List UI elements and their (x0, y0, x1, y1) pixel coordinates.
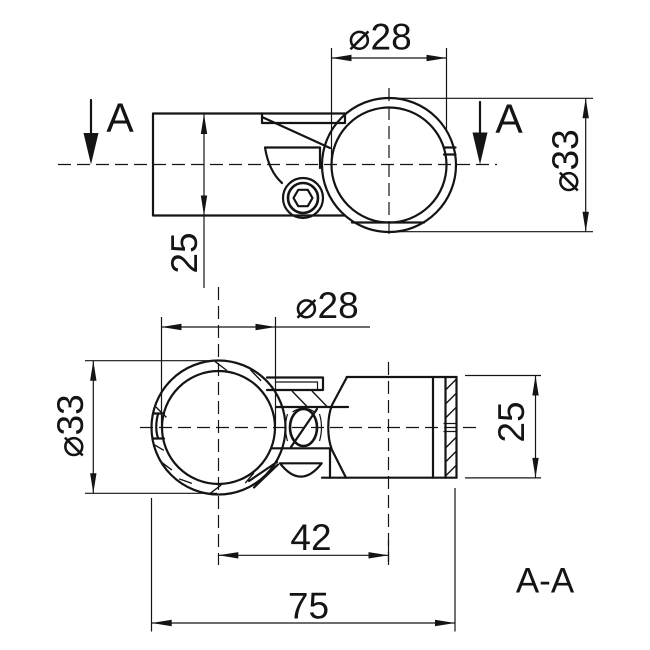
end-wall-hatching (445, 378, 457, 477)
dim-section-bore: ⌀28 (160, 285, 370, 428)
dim-section-socket: 25 (465, 374, 541, 479)
hatch-line (153, 443, 165, 451)
hatch-line (209, 484, 222, 494)
clamp-body (260, 112, 347, 220)
dim-label-section-overall: 75 (288, 586, 329, 627)
arrowhead (200, 195, 208, 216)
section-marker-letter: A (495, 96, 523, 142)
screw-diagonal-line (289, 407, 319, 449)
dim-label-section-axis-to-end: 42 (290, 517, 331, 558)
dim-label-top-bore: ⌀28 (348, 17, 411, 58)
arrowhead (218, 552, 239, 559)
clamp-lower-jaw (270, 447, 332, 479)
clamp-top-plate (265, 376, 325, 392)
section-cut-marker-left: A (83, 95, 134, 165)
extension-lines (330, 48, 448, 160)
section-arrow-icon (472, 132, 488, 165)
tube-outline (151, 112, 426, 224)
dim-label-section-ring-outer: ⌀33 (50, 394, 91, 457)
arrowhead (90, 360, 97, 381)
dim-section-axis-to-end: 42 (218, 517, 390, 562)
section-cut-marker-right: A (472, 96, 523, 165)
clamp-jaw (263, 146, 322, 185)
hatch-line (178, 478, 193, 485)
hatch-line (445, 464, 457, 477)
dim-label-top-tube: 25 (164, 232, 205, 273)
dim-label-top-ring-outer: ⌀33 (545, 129, 586, 192)
arrowhead (161, 323, 182, 331)
dim-section-ring-outer: ⌀33 (50, 360, 217, 494)
extension-lines (394, 97, 593, 233)
tube-fishmouth-end (327, 375, 349, 479)
screw-section (284, 407, 323, 449)
arrowhead (151, 619, 172, 627)
arrowhead (426, 54, 447, 62)
ring-slit-line (442, 146, 457, 156)
arrowhead (582, 211, 589, 232)
ring-outer-circle (320, 96, 458, 234)
dim-top-tube: 25 (164, 114, 208, 288)
hatch-line (214, 361, 228, 372)
hatch-line (445, 392, 457, 405)
hatch-line (244, 472, 255, 484)
arrowhead (368, 552, 389, 559)
screw-head-circle (286, 181, 320, 215)
clamp-plate-recess (276, 381, 319, 390)
hatch-line (445, 378, 457, 391)
arrowhead (331, 54, 352, 62)
hatch-line (249, 369, 262, 382)
arrowhead (582, 98, 589, 119)
top-view: ⌀28 ⌀33 25 A A (58, 17, 593, 288)
section-marker-letter: A (106, 95, 134, 141)
tube-end-notch (443, 422, 458, 433)
dim-label-section-socket: 25 (491, 401, 532, 442)
hatch-line (445, 406, 457, 419)
socket-tube (320, 375, 458, 479)
hex-socket-icon (292, 188, 314, 208)
screw-oval (288, 407, 319, 448)
hatch-line (311, 390, 328, 407)
dim-label-section-bore: ⌀28 (295, 285, 358, 326)
arrowhead (200, 114, 208, 134)
dim-top-bore: ⌀28 (330, 17, 448, 160)
arrowhead (435, 619, 455, 627)
hatch-line (291, 390, 308, 407)
extension-lines (150, 488, 456, 632)
arrowhead (255, 323, 276, 331)
arrowhead (532, 457, 539, 478)
screw-boss-circle (281, 176, 325, 220)
section-view: ⌀28 ⌀33 25 42 (50, 285, 575, 632)
sectioned-clamp-body (247, 376, 350, 489)
clamp-top-plate (260, 112, 347, 150)
section-arrow-icon (83, 133, 99, 165)
clamp-slit-wedge (247, 460, 280, 489)
arrowhead (532, 375, 539, 396)
hatch-line (445, 436, 457, 449)
dim-section-overall: 75 (150, 488, 456, 632)
dim-top-ring-outer: ⌀33 (394, 97, 593, 233)
arrowhead (90, 473, 97, 494)
hatch-line (445, 450, 457, 463)
section-view-label: A-A (516, 562, 575, 601)
section-view-centerlines (140, 287, 478, 565)
extension-lines (85, 360, 217, 494)
extension-lines (465, 374, 541, 479)
extension-lines (160, 317, 277, 428)
top-view-centerlines (58, 88, 497, 240)
side-tube (151, 112, 426, 224)
hatch-line (159, 460, 173, 471)
